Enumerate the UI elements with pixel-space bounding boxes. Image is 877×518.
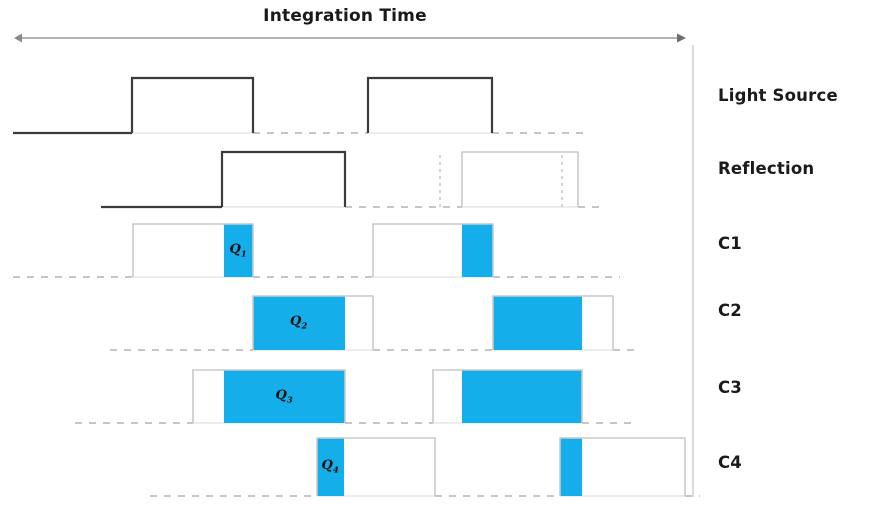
pulse-outline	[432, 369, 583, 423]
row-label-reflection: Reflection	[718, 159, 815, 178]
pulse-outline	[130, 76, 255, 133]
pulse-outline	[132, 223, 254, 277]
pulse-outline	[461, 151, 579, 207]
charge-block	[493, 296, 582, 350]
charge-block	[462, 370, 582, 423]
row-label-c4: C4	[718, 453, 742, 472]
charge-block	[253, 296, 345, 350]
row-label-light-source: Light Source	[718, 86, 838, 105]
waveform-row-reflection	[101, 150, 600, 209]
pulse-outline	[492, 295, 614, 350]
pulse-outline	[316, 437, 436, 496]
figure-title: Integration Time	[263, 6, 427, 26]
pulse-outline	[252, 295, 374, 350]
charge-block	[462, 224, 493, 277]
row-label-c3: C3	[718, 378, 742, 397]
row-label-c1: C1	[718, 234, 742, 253]
charge-label-q4: Q4	[321, 458, 339, 476]
pulse-outline	[366, 76, 494, 133]
waveform-row-c2	[110, 295, 640, 351]
pulse-outline	[372, 223, 494, 277]
waveform-row-c1	[13, 223, 620, 278]
row-label-c2: C2	[718, 301, 742, 320]
charge-block	[224, 224, 253, 277]
charge-block	[560, 438, 582, 496]
charge-block	[317, 438, 344, 496]
waveform-row-c4	[150, 437, 700, 497]
pulse-outline	[192, 369, 346, 423]
pulse-outline	[559, 437, 686, 496]
charge-block	[224, 370, 345, 423]
charge-label-q3: Q3	[275, 387, 293, 406]
waveform-row-c3	[75, 369, 638, 424]
pulse-outline	[220, 150, 347, 207]
charge-label-q1: Q1	[229, 241, 247, 260]
charge-label-q2: Q2	[290, 314, 308, 332]
waveform-row-light-source	[13, 76, 585, 135]
